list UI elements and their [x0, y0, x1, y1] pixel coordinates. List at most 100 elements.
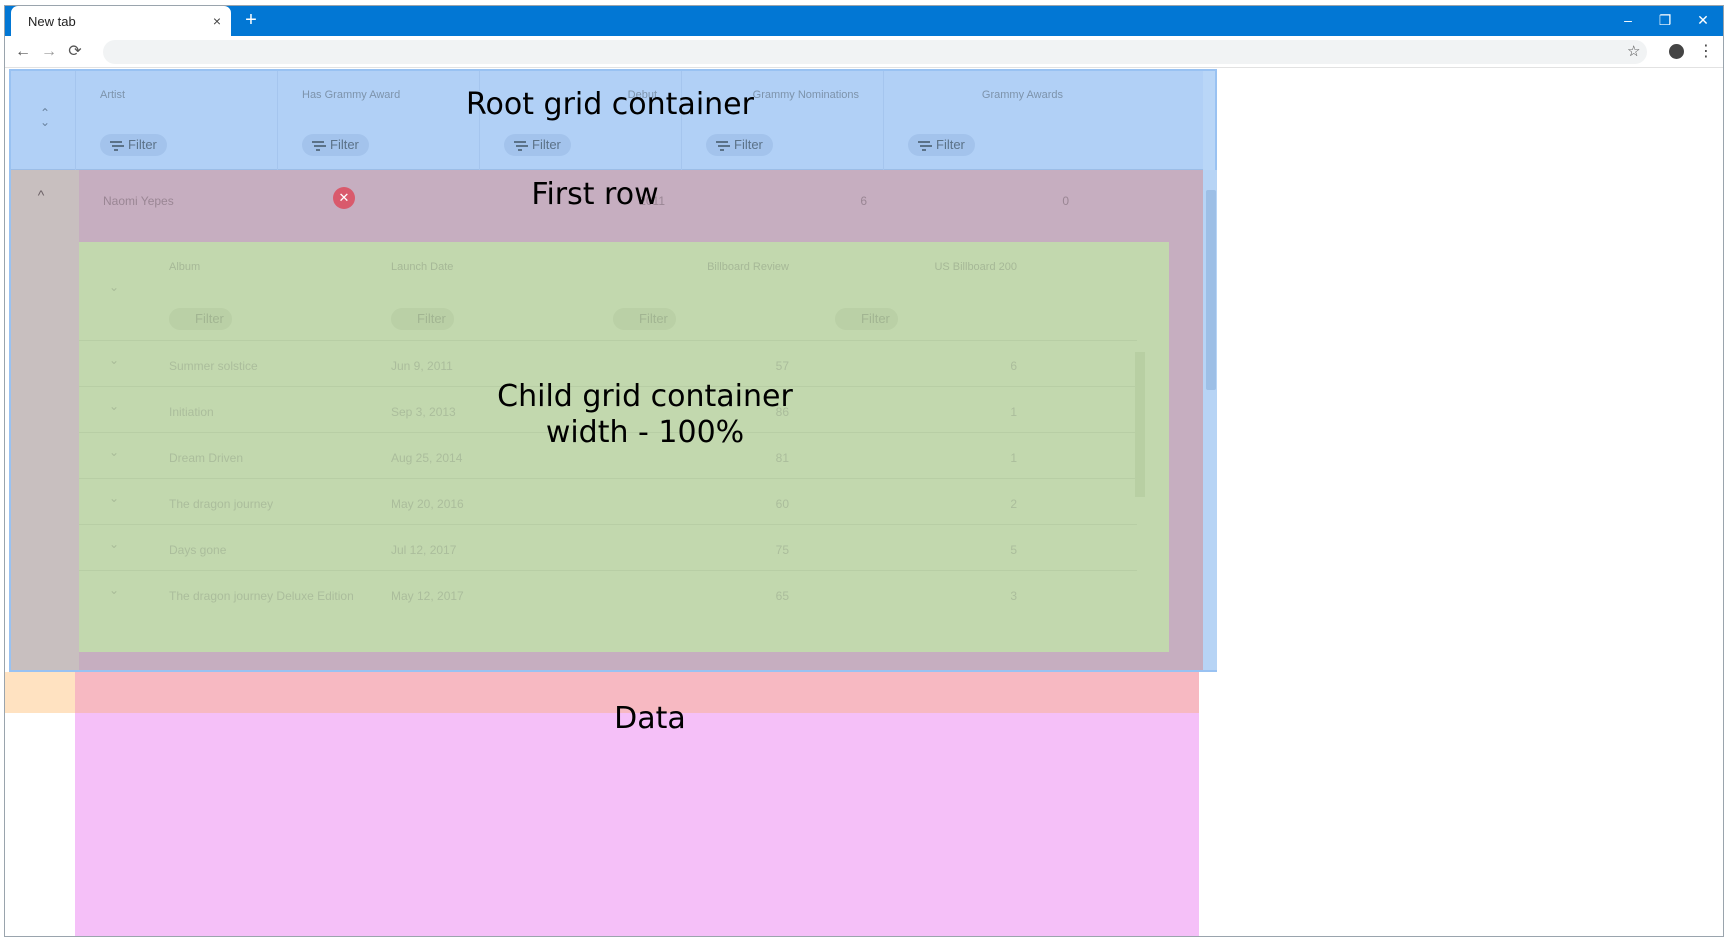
collapse-all-icon[interactable]: ⌃⌄	[39, 106, 51, 129]
collapse-all-child-icon[interactable]: ⌄	[109, 280, 120, 294]
cell-album: The dragon journey	[169, 497, 274, 511]
close-window-button[interactable]: ✕	[1697, 12, 1709, 28]
child-table-row[interactable]: ⌄ Summer solstice Jun 9, 2011 57 6	[79, 340, 1137, 391]
cell-us-billboard-200: 5	[1010, 543, 1017, 557]
row-expander-band	[5, 672, 75, 713]
collapse-row-icon[interactable]: ^	[37, 187, 45, 203]
no-grammy-icon: ✕	[333, 187, 355, 209]
reload-icon[interactable]: ⟳	[68, 43, 82, 60]
cell-launch-date: Jul 12, 2017	[391, 543, 457, 557]
child-column-label-launch-date: Launch Date	[391, 261, 454, 273]
cell-artist: Naomi Yepes	[103, 194, 174, 208]
child-table-row[interactable]: ⌄ Days gone Jul 12, 2017 75 5	[79, 524, 1137, 575]
child-table-row[interactable]: ⌄ Dream Driven Aug 25, 2014 81 1	[79, 432, 1137, 483]
account-icon[interactable]	[1669, 44, 1684, 59]
page-viewport: ⌃⌄ Artist Filter Has Grammy Award Filter…	[5, 69, 1723, 936]
cell-launch-date: Sep 3, 2013	[391, 405, 456, 419]
cell-billboard-review: 81	[775, 451, 789, 465]
tab-title: New tab	[28, 13, 76, 29]
cell-billboard-review: 86	[775, 405, 789, 419]
root-grid-scrollbar[interactable]	[1203, 170, 1217, 670]
cell-billboard-review: 60	[775, 497, 789, 511]
restore-button[interactable]: ❐	[1658, 12, 1672, 28]
tab-close-icon[interactable]: ×	[212, 13, 222, 29]
filter-button[interactable]: Filter	[908, 134, 975, 156]
filter-button[interactable]: Filter	[504, 134, 571, 156]
child-column-label-billboard-review: Billboard Review	[707, 261, 789, 273]
cell-launch-date: Jun 9, 2011	[391, 359, 453, 373]
root-grid-header: ⌃⌄ Artist Filter Has Grammy Award Filter…	[11, 71, 1203, 170]
bookmark-star-icon[interactable]: ☆	[1627, 43, 1641, 60]
child-table-row[interactable]: ⌄ The dragon journey Deluxe Edition May …	[79, 570, 1137, 621]
child-filter-button[interactable]: Filter	[835, 308, 898, 330]
column-header-debut[interactable]: Debut Filter	[479, 71, 681, 170]
cell-us-billboard-200: 6	[1010, 359, 1017, 373]
data-area	[75, 713, 1199, 936]
annotation-child-grid-line1: Child grid container	[497, 379, 793, 414]
cell-launch-date: May 12, 2017	[391, 589, 464, 603]
cell-album: The dragon journey Deluxe Edition	[169, 589, 354, 603]
back-arrow-icon[interactable]: ←	[15, 43, 31, 60]
annotation-root-grid: Root grid container	[466, 87, 754, 122]
cell-debut: 2011	[639, 194, 665, 208]
column-label: Artist	[100, 89, 126, 101]
child-table-row[interactable]: ⌄ The dragon journey May 20, 2016 60 2	[79, 478, 1137, 529]
column-label: Grammy Awards	[981, 89, 1063, 101]
row-band	[75, 672, 1199, 713]
address-bar[interactable]	[103, 40, 1647, 64]
child-filter-button[interactable]: Filter	[169, 308, 232, 330]
filter-button[interactable]: Filter	[100, 134, 167, 156]
annotation-first-row: First row	[531, 177, 659, 212]
child-filter-button[interactable]: Filter	[613, 308, 676, 330]
expand-row-icon[interactable]: ⌄	[109, 445, 120, 459]
row-expander-column	[11, 170, 79, 670]
filter-button[interactable]: Filter	[706, 134, 773, 156]
cell-album: Initiation	[169, 405, 214, 419]
cell-grammy-nominations: 6	[860, 194, 867, 208]
cell-launch-date: Aug 25, 2014	[391, 451, 463, 465]
cell-launch-date: May 20, 2016	[391, 497, 464, 511]
filter-button[interactable]: Filter	[302, 134, 369, 156]
expand-row-icon[interactable]: ⌄	[109, 537, 120, 551]
child-grid-container: ⌄ Album Launch Date Billboard Review US …	[79, 242, 1169, 652]
annotation-child-grid-line2: width - 100%	[545, 415, 745, 450]
child-filter-button[interactable]: Filter	[391, 308, 454, 330]
first-row: ^ Naomi Yepes ✕ 2011 6 0 ⌄ Album Launch …	[38, 170, 1203, 670]
column-header-has-grammy-award[interactable]: Has Grammy Award Filter	[277, 71, 479, 170]
title-bar: New tab × + – ❐ ✕	[5, 6, 1723, 36]
cell-us-billboard-200: 1	[1010, 405, 1017, 419]
column-header-grammy-nominations[interactable]: Grammy Nominations Filter	[681, 71, 883, 170]
cell-billboard-review: 65	[775, 589, 789, 603]
child-grid-scrollbar[interactable]	[1135, 352, 1145, 497]
cell-grammy-awards: 0	[1062, 194, 1069, 208]
column-label: Has Grammy Award	[302, 89, 401, 101]
child-column-label-us-billboard-200: US Billboard 200	[934, 261, 1017, 273]
expand-row-icon[interactable]: ⌄	[109, 583, 120, 597]
minimize-button[interactable]: –	[1624, 12, 1632, 28]
expand-row-icon[interactable]: ⌄	[109, 353, 120, 367]
forward-arrow-icon[interactable]: →	[41, 43, 57, 60]
column-label: Grammy Nominations	[752, 89, 859, 101]
column-label: Debut	[627, 89, 657, 101]
expand-row-icon[interactable]: ⌄	[109, 491, 120, 505]
browser-window: New tab × + – ❐ ✕ ← → ⟳ ☆ ⋮ ⌃⌄ Artist Fi…	[4, 5, 1724, 937]
child-table-row[interactable]: ⌄ Initiation Sep 3, 2013 86 1	[79, 386, 1137, 437]
cell-album: Days gone	[169, 543, 227, 557]
cell-album: Summer solstice	[169, 359, 258, 373]
new-tab-button[interactable]: +	[245, 9, 257, 31]
cell-album: Dream Driven	[169, 451, 244, 465]
cell-us-billboard-200: 2	[1010, 497, 1017, 511]
column-header-artist[interactable]: Artist Filter	[75, 71, 277, 170]
first-row-cells: ^ Naomi Yepes ✕ 2011 6 0	[38, 170, 1203, 242]
child-column-label-album: Album	[169, 261, 201, 273]
root-grid-container: ⌃⌄ Artist Filter Has Grammy Award Filter…	[9, 69, 1217, 672]
cell-us-billboard-200: 3	[1010, 589, 1017, 603]
cell-billboard-review: 75	[775, 543, 789, 557]
column-header-grammy-awards[interactable]: Grammy Awards Filter	[883, 71, 1087, 170]
menu-icon[interactable]: ⋮	[1698, 43, 1714, 60]
browser-tab[interactable]: New tab ×	[11, 6, 231, 36]
root-scrollbar-thumb[interactable]	[1206, 190, 1216, 390]
cell-billboard-review: 57	[775, 359, 789, 373]
expand-row-icon[interactable]: ⌄	[109, 399, 120, 413]
cell-us-billboard-200: 1	[1010, 451, 1017, 465]
